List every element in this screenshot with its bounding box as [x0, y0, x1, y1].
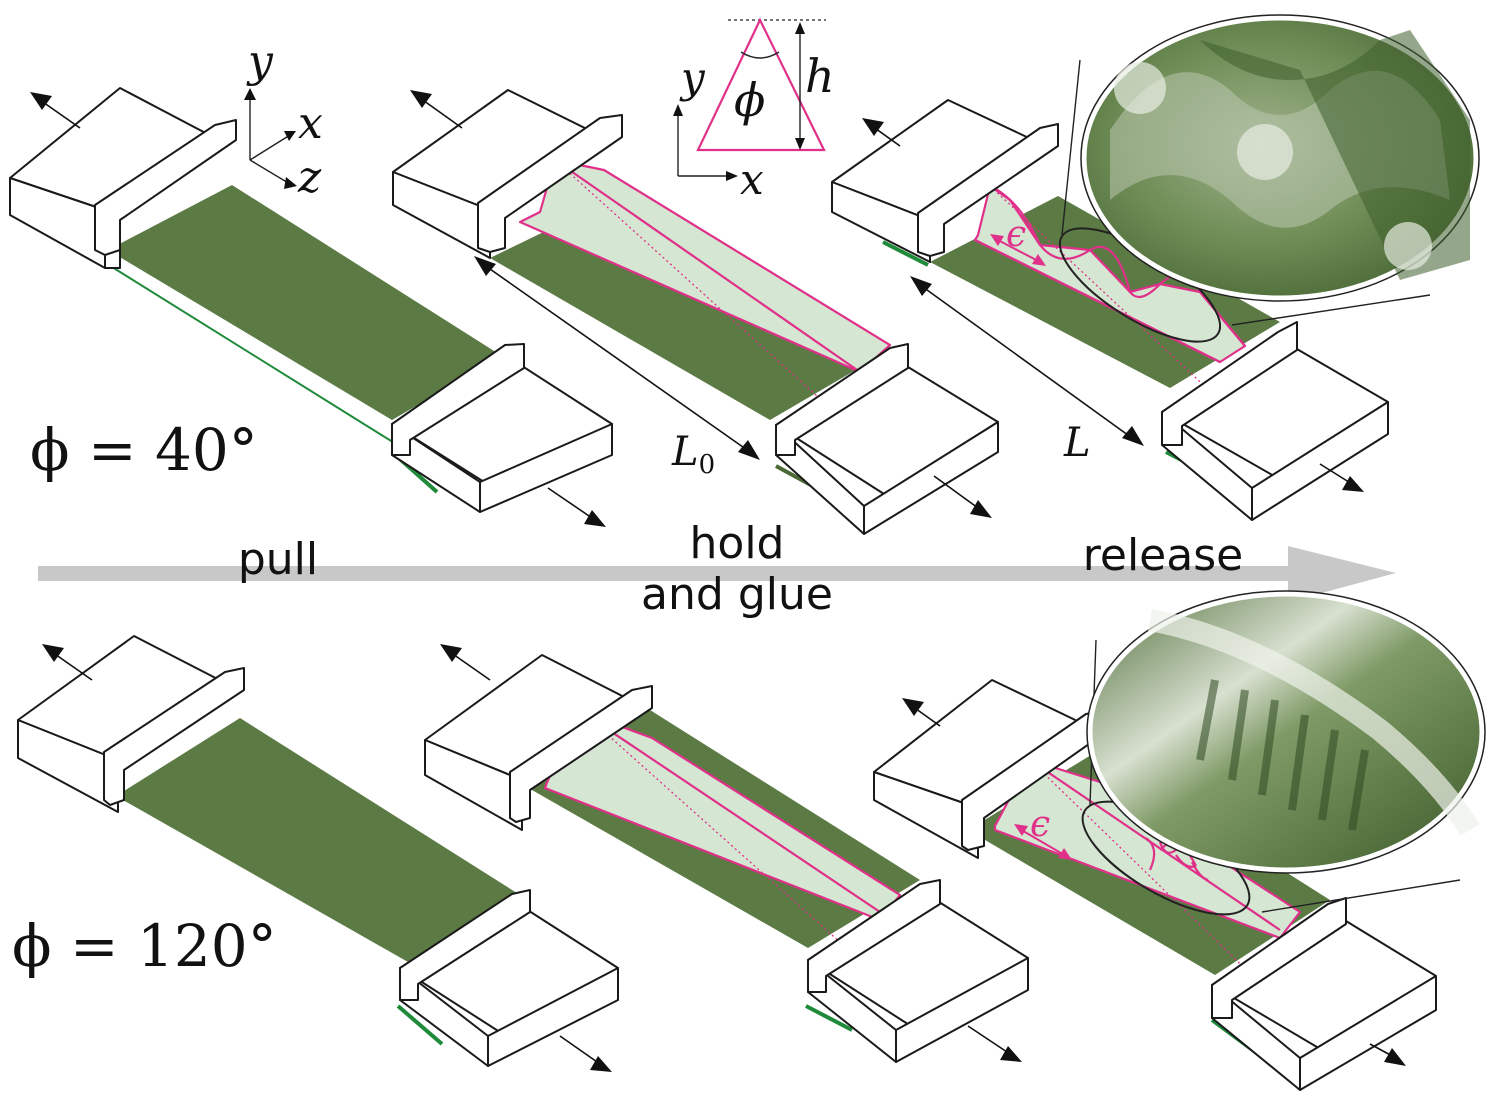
step-label-pull: pull	[238, 534, 318, 585]
panel-bottom-release	[873, 590, 1486, 1091]
epsilon-label-top: ϵ	[1006, 214, 1026, 255]
inset-label-h: h	[805, 49, 835, 103]
step-label-release: release	[1083, 530, 1243, 581]
length-label-L0: L0	[671, 429, 715, 480]
inset-label-x: x	[740, 155, 764, 204]
inset-label-y: y	[679, 53, 706, 102]
length-label-L: L	[1063, 420, 1091, 466]
panel-bottom-pull	[17, 635, 619, 1072]
axis-label-z: z	[297, 152, 322, 203]
axis-label-y: y	[246, 36, 274, 87]
cross-section-inset	[673, 17, 826, 181]
epsilon-label-bottom: ϵ	[1030, 804, 1050, 845]
phi-40-label: ϕ = 40°	[30, 416, 258, 484]
step-label-and-glue: and glue	[641, 569, 833, 620]
magnified-photo-bottom	[1087, 591, 1485, 873]
step-label-hold: hold	[690, 518, 785, 569]
axis-label-x: x	[298, 98, 323, 149]
panel-top-release	[831, 14, 1480, 521]
phi-120-label: ϕ = 120°	[12, 912, 277, 980]
process-arrow	[38, 546, 1396, 602]
axes-xyz	[244, 88, 297, 189]
panel-bottom-hold	[424, 644, 1029, 1063]
panel-top-pull	[9, 87, 613, 527]
inset-label-phi: ϕ	[734, 73, 765, 127]
panel-top-hold	[392, 89, 999, 535]
